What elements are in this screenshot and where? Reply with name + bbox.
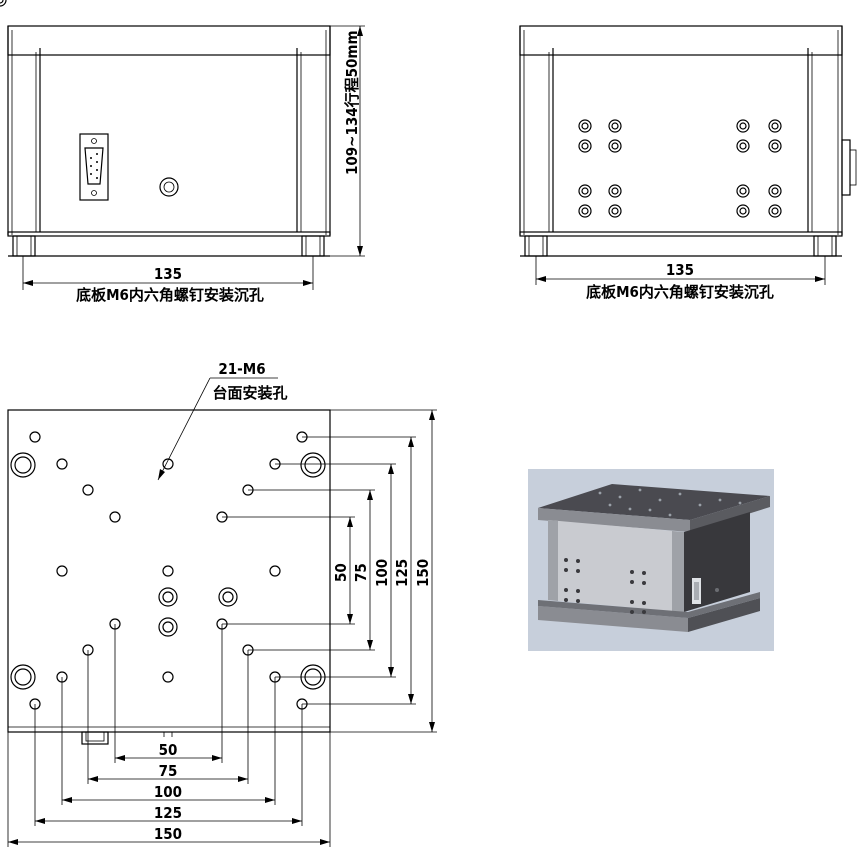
right-dim-100: 100: [373, 559, 391, 587]
bottom-dim-150: 150: [154, 825, 182, 843]
holes-label-1: 21-M6: [218, 360, 265, 378]
right-dimensions: 50 75 100 125 150: [222, 409, 437, 733]
front-width-dim: 135: [154, 265, 182, 283]
bottom-dimensions: 50 75 100 125 150: [7, 624, 331, 847]
knob-icon: [159, 177, 179, 197]
bottom-dim-75: 75: [159, 762, 178, 780]
holes-label-2: 台面安装孔: [212, 384, 287, 402]
front-view: 109~134行程50mm 135 底板M6内六角螺钉安装沉孔: [7, 25, 365, 304]
right-dim-75: 75: [352, 563, 370, 582]
right-dim-50: 50: [332, 563, 350, 582]
bottom-dim-100: 100: [154, 783, 182, 801]
top-view: 21-M6 台面安装孔 50 75 100: [7, 360, 437, 847]
bottom-dim-125: 125: [154, 804, 182, 822]
db9-connector-icon: [79, 133, 109, 201]
product-render: [528, 469, 774, 651]
bottom-dim-50: 50: [159, 741, 178, 759]
side-width-dim: 135: [666, 261, 694, 279]
side-hole-pattern: [0, 0, 7, 7]
m6-holes: [29, 431, 308, 710]
counterbore-holes: [10, 452, 326, 690]
front-height-dim: 109~134行程50mm: [343, 30, 361, 175]
right-dim-125: 125: [393, 559, 411, 587]
right-dim-150: 150: [414, 559, 432, 587]
side-view: 135 底板M6内六角螺钉安装沉孔: [0, 0, 857, 301]
side-note: 底板M6内六角螺钉安装沉孔: [586, 283, 774, 301]
front-note: 底板M6内六角螺钉安装沉孔: [76, 286, 264, 304]
